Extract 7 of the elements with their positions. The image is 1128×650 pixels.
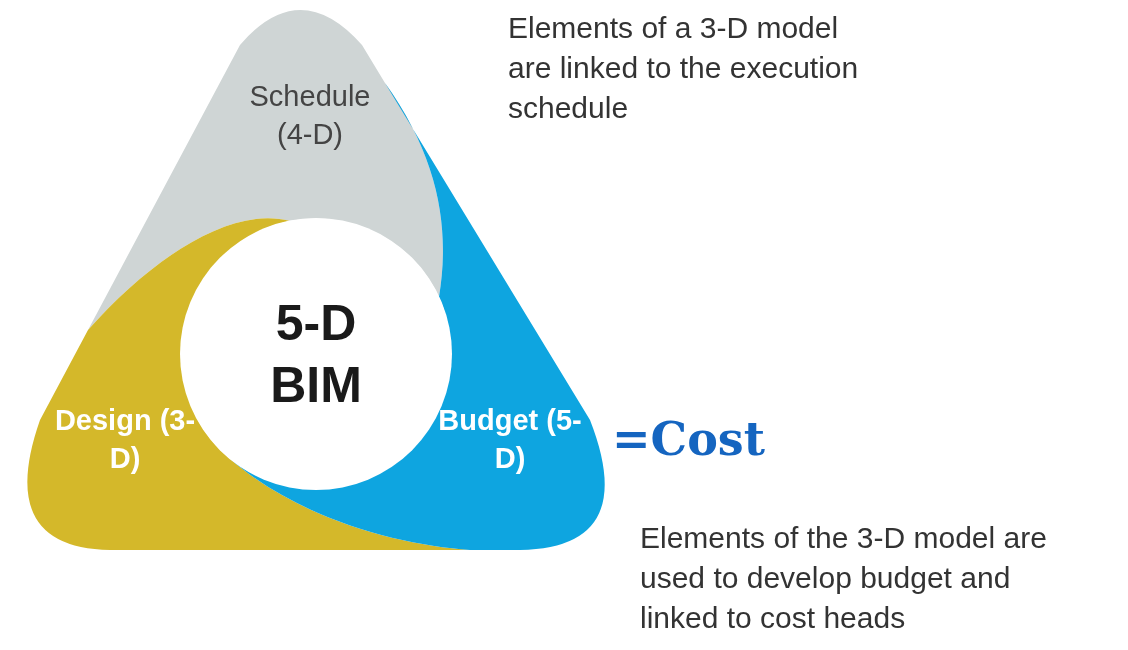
center-label: 5-D BIM [269, 293, 363, 415]
segment-label: Budget (5-D) [437, 403, 583, 476]
segment-label: Schedule (4-D) [248, 79, 372, 152]
description-text: Elements of a 3-D model are linked to the execution schedule [508, 10, 860, 126]
description-text: Elements of the 3-D model are used to develop budget and linked to cost heads [640, 520, 1048, 636]
segment-label: Design (3-D) [53, 403, 197, 476]
beside-text: =Cost [612, 412, 765, 466]
